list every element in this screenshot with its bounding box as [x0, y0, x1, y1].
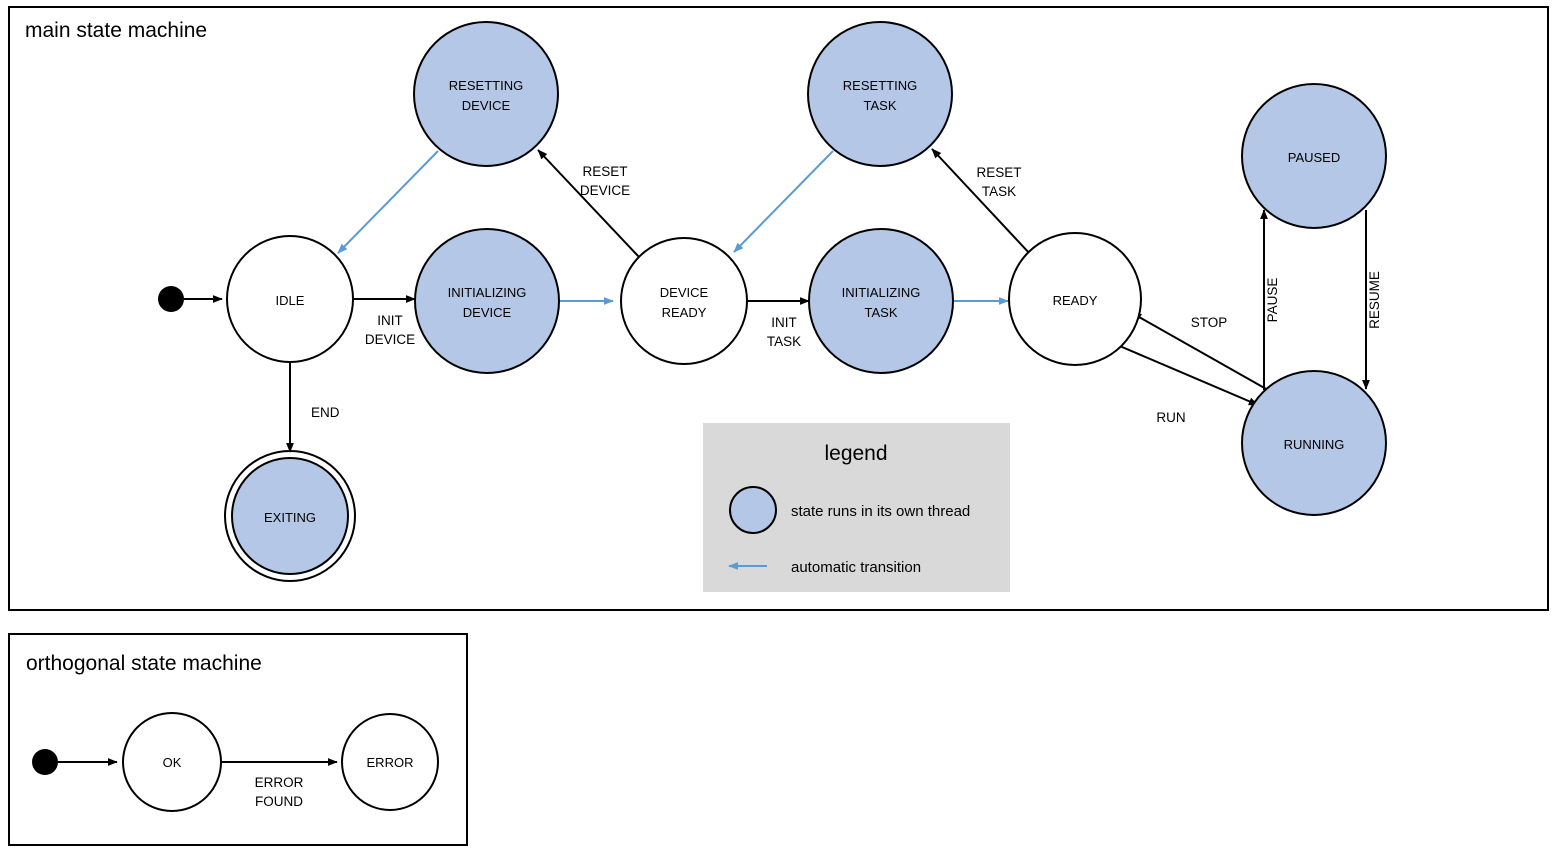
state-label-line2: READY	[662, 305, 707, 320]
state-node-initializing-device[interactable]: INITIALIZING DEVICE	[414, 228, 560, 374]
edge-line	[1114, 343, 1259, 406]
edge-label-line1: RUN	[1156, 410, 1185, 425]
transition-paused-running: RESUME	[1362, 210, 1382, 390]
edge-label-line2: TASK	[767, 334, 801, 349]
edge-label-line1: RESET	[976, 165, 1021, 180]
transition-ready-resetting-task: RESET TASK	[931, 148, 1032, 256]
state-circle[interactable]	[808, 228, 954, 374]
state-circle[interactable]	[413, 21, 559, 167]
state-circle[interactable]	[414, 228, 560, 374]
state-node-error[interactable]: ERROR	[341, 713, 439, 811]
state-node-exiting[interactable]: EXITING	[224, 450, 356, 582]
main-frame-title: main state machine	[25, 19, 207, 42]
state-label-line1: DEVICE	[660, 285, 709, 300]
legend-threaded-state-swatch	[729, 486, 777, 534]
state-node-idle[interactable]: IDLE	[226, 235, 354, 363]
state-circle[interactable]	[620, 237, 748, 365]
transition-running-paused: PAUSE	[1260, 209, 1280, 390]
state-label-line1: OK	[163, 755, 182, 770]
edge-label-line1: END	[311, 405, 340, 420]
state-circle[interactable]	[1241, 83, 1387, 229]
state-circle[interactable]	[807, 21, 953, 167]
edge-line	[931, 148, 1032, 256]
legend-item-label: automatic transition	[791, 559, 921, 576]
transition-ready-running: RUN	[1114, 343, 1259, 425]
initial-state-dot	[158, 286, 184, 312]
edge-label-line2: FOUND	[255, 794, 303, 809]
edge-line	[537, 149, 640, 258]
orthogonal-frame	[8, 633, 468, 846]
state-node-running[interactable]: RUNNING	[1241, 370, 1387, 516]
state-label-line1: ERROR	[367, 755, 414, 770]
transition-device-ready-resetting-device: RESET DEVICE	[537, 149, 640, 258]
state-label-line1: RESETTING	[449, 78, 523, 93]
edge-label-line1: STOP	[1191, 315, 1228, 330]
transition-idle-initializing-device: INIT DEVICE	[353, 295, 416, 347]
transition-start-idle	[158, 286, 223, 312]
state-node-resetting-task[interactable]: RESETTING TASK	[807, 21, 953, 167]
edge-label-line1: INIT	[377, 313, 403, 328]
state-label-line2: TASK	[865, 305, 898, 320]
main-frame	[8, 6, 1549, 611]
state-label-line1: RUNNING	[1284, 437, 1345, 452]
edge-label-line1: INIT	[771, 315, 797, 330]
state-circle[interactable]	[231, 457, 349, 575]
orthogonal-frame-title: orthogonal state machine	[26, 652, 262, 675]
edge-line	[337, 150, 439, 254]
state-node-device-ready[interactable]: DEVICE READY	[620, 237, 748, 365]
state-circle[interactable]	[1008, 232, 1142, 366]
state-circle[interactable]	[122, 712, 222, 812]
legend: legend state runs in its own thread auto…	[703, 423, 1010, 592]
edge-label-line2: DEVICE	[580, 183, 630, 198]
transition-resetting-task-device-ready	[733, 150, 834, 253]
state-label-line2: DEVICE	[462, 98, 511, 113]
edge-label-line1: RESET	[582, 164, 627, 179]
state-label-line2: TASK	[864, 98, 897, 113]
state-node-paused[interactable]: PAUSED	[1241, 83, 1387, 229]
state-label-line2: DEVICE	[463, 305, 512, 320]
transition-ok-error: ERROR FOUND	[221, 758, 338, 809]
transition-start-ok	[32, 749, 118, 775]
initial-state-dot	[32, 749, 58, 775]
state-label-line1: INITIALIZING	[448, 285, 527, 300]
state-label-line1: PAUSED	[1288, 150, 1341, 165]
state-circle[interactable]	[226, 235, 354, 363]
final-state-outer-ring	[224, 450, 356, 582]
state-label-line1: RESETTING	[843, 78, 917, 93]
state-circle[interactable]	[341, 713, 439, 811]
edge-label-line1: PAUSE	[1265, 278, 1280, 323]
edge-line	[1131, 312, 1269, 391]
edge-label-line1: ERROR	[255, 775, 304, 790]
state-label-line1: IDLE	[276, 293, 305, 308]
transition-device-ready-initializing-task: INIT TASK	[747, 297, 810, 349]
legend-title: legend	[824, 442, 887, 465]
transition-running-ready: STOP	[1131, 312, 1269, 391]
state-node-initializing-task[interactable]: INITIALIZING TASK	[808, 228, 954, 374]
state-node-ready[interactable]: READY	[1008, 232, 1142, 366]
legend-item-label: state runs in its own thread	[791, 503, 970, 520]
edge-label-line1: RESUME	[1367, 271, 1382, 329]
transition-idle-exiting: END	[286, 362, 340, 453]
edge-label-line2: DEVICE	[365, 332, 415, 347]
state-label-line1: INITIALIZING	[842, 285, 921, 300]
edge-label-line2: TASK	[982, 184, 1016, 199]
state-circle[interactable]	[1241, 370, 1387, 516]
state-node-ok[interactable]: OK	[122, 712, 222, 812]
state-node-resetting-device[interactable]: RESETTING DEVICE	[413, 21, 559, 167]
transition-resetting-device-idle	[337, 150, 439, 254]
state-label-line1: EXITING	[264, 510, 316, 525]
edge-line	[733, 150, 834, 253]
state-label-line1: READY	[1053, 293, 1098, 308]
